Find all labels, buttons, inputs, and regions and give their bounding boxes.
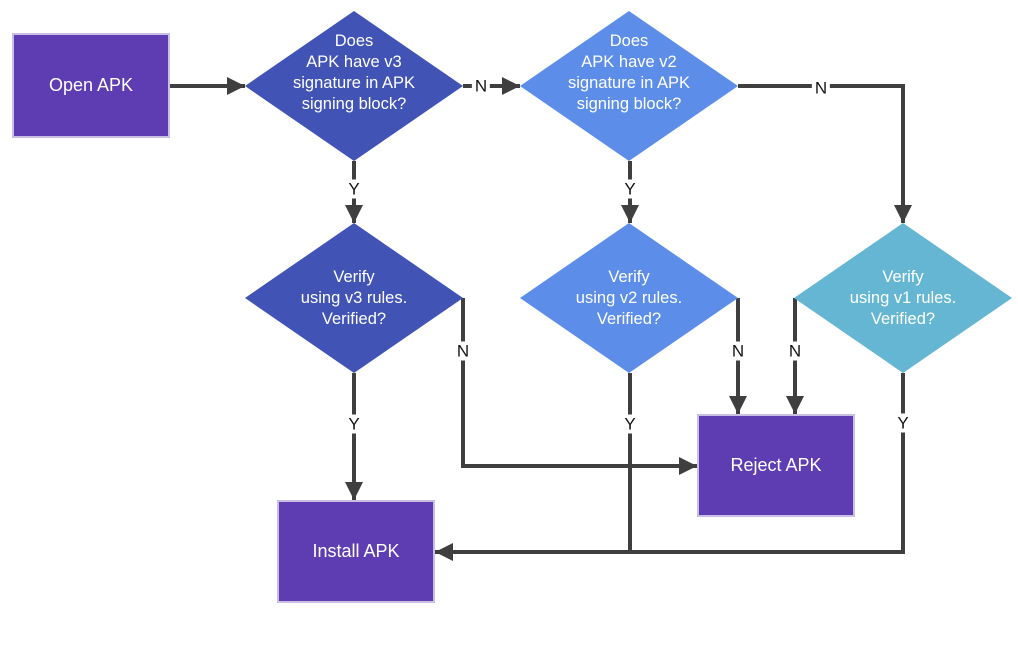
edge-verify-v1-yes-to-install xyxy=(435,373,905,561)
node-check-v2-label: Does APK have v2 signature in APK signin… xyxy=(568,32,690,113)
edge-label-verify-v2-yes: Y xyxy=(621,414,639,434)
edge-label-verify-v1-no: N xyxy=(785,341,805,361)
edge-label-check-v3-yes: Y xyxy=(345,179,363,199)
node-install-apk-label: Install APK xyxy=(312,541,400,561)
edge-check-v2-no-to-verify-v1 xyxy=(738,84,912,223)
edge-label-verify-v1-yes: Y xyxy=(894,413,912,433)
node-verify-v1-label: Verify using v1 rules. Verified? xyxy=(849,267,957,328)
node-reject-apk-label: Reject APK xyxy=(730,455,822,475)
node-open-apk: Open APK xyxy=(12,33,170,138)
edge-label-verify-v3-no: N xyxy=(453,341,473,361)
node-install-apk: Install APK xyxy=(277,500,435,603)
node-check-v3-label: Does APK have v3 signature in APK signin… xyxy=(293,32,415,113)
edge-label-check-v2-no: N xyxy=(811,78,831,98)
edge-label-verify-v2-no: N xyxy=(728,341,748,361)
node-verify-v3-label: Verify using v3 rules. Verified? xyxy=(300,267,408,328)
edge-label-check-v2-yes: Y xyxy=(621,179,639,199)
edge-label-check-v3-no: N xyxy=(471,76,491,96)
node-reject-apk: Reject APK xyxy=(697,414,855,517)
node-open-apk-label: Open APK xyxy=(48,75,134,95)
edge-label-verify-v3-yes: Y xyxy=(345,414,363,434)
node-verify-v2-label: Verify using v2 rules. Verified? xyxy=(575,267,683,328)
